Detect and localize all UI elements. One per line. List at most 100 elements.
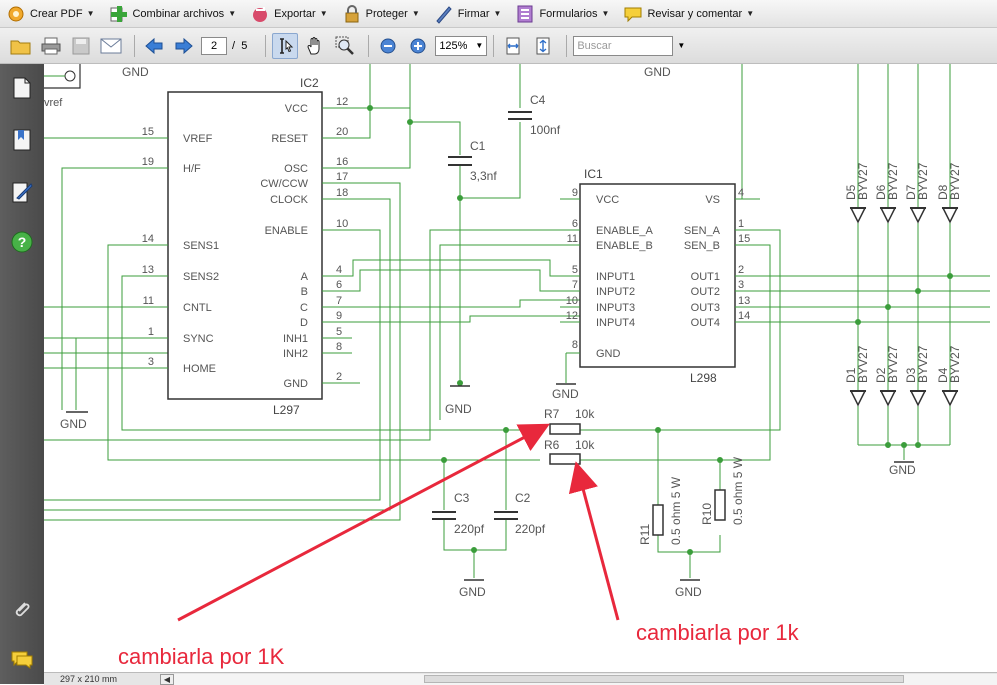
r7-value: 10k: [575, 407, 595, 421]
gnd-label: GND: [122, 65, 149, 79]
form-icon: [515, 4, 535, 24]
previous-page-button[interactable]: [141, 33, 167, 59]
diode-part: BYV27: [856, 162, 870, 200]
zoom-in-button[interactable]: [405, 33, 431, 59]
print-button[interactable]: [38, 33, 64, 59]
pin-name: SYNC: [183, 333, 214, 345]
pin-name: GND: [284, 378, 309, 390]
export-icon: [250, 4, 270, 24]
fit-width-button[interactable]: [500, 33, 526, 59]
pin-number: 7: [572, 279, 578, 291]
export-label: Exportar: [274, 7, 316, 20]
capacitor-symbols: [432, 111, 532, 520]
pin-number: 8: [336, 341, 342, 353]
pin-number: 13: [738, 295, 750, 307]
pin-number: 13: [142, 264, 154, 276]
zoom-select[interactable]: 125%▼: [435, 35, 488, 56]
combine-files-menu[interactable]: Combinar archivos▼: [106, 2, 238, 26]
arrow-right-icon: [175, 37, 193, 54]
select-tool-button[interactable]: [272, 32, 299, 59]
open-file-button[interactable]: [8, 33, 34, 59]
chevron-down-icon: ▼: [601, 9, 610, 18]
pin-number: 15: [738, 233, 750, 245]
gnd-label: GND: [445, 402, 472, 416]
pin-number: 9: [336, 310, 342, 322]
resistor-symbols: [549, 423, 726, 536]
text-cursor-icon: [280, 37, 294, 54]
ground-labels: GND GND GND GND GND GND GND GND: [60, 65, 916, 599]
gnd-label: GND: [889, 463, 916, 477]
pin-name: ENABLE_A: [596, 225, 654, 237]
vref-fragment-label: vref: [44, 97, 63, 109]
review-comment-menu[interactable]: Revisar y comentar▼: [621, 2, 756, 26]
pages-icon: [13, 77, 31, 99]
ic1-l298: IC1 L298 9VCC6ENABLE_A11ENABLE_B5INPUT17…: [560, 167, 760, 385]
total-pages: 5: [241, 39, 248, 52]
signatures-panel-button[interactable]: [8, 178, 36, 206]
pin-number: 5: [336, 326, 342, 338]
pen-icon: [434, 4, 454, 24]
attachments-panel-button[interactable]: [8, 596, 36, 624]
chevron-down-icon[interactable]: ▼: [677, 41, 686, 50]
ic1-name: IC1: [584, 167, 603, 181]
pin-name: ENABLE_B: [596, 240, 653, 252]
comments-panel-button[interactable]: [8, 646, 36, 674]
r10-value: 0.5 ohm 5 W: [731, 456, 745, 525]
scrollbar-thumb[interactable]: [424, 674, 904, 683]
pin-name: VCC: [596, 194, 619, 206]
c3-name: C3: [454, 491, 470, 505]
comment-icon: [11, 651, 33, 669]
pin-name: CLOCK: [270, 194, 309, 206]
pages-panel-button[interactable]: [8, 74, 36, 102]
hand-tool-button[interactable]: [302, 33, 328, 59]
zoom-magnifier-icon: [335, 36, 355, 55]
resistor-labels: R7 10k R6 10k R11 0.5 ohm 5 W R10 0.5 oh…: [544, 407, 745, 545]
protect-menu[interactable]: Proteger▼: [340, 2, 422, 26]
pin-number: 2: [738, 264, 744, 276]
zoom-out-button[interactable]: [375, 33, 401, 59]
email-button[interactable]: [98, 33, 124, 59]
create-pdf-menu[interactable]: Crear PDF▼: [4, 2, 96, 26]
document-view[interactable]: vref: [44, 64, 997, 672]
pin-number: 20: [336, 126, 348, 138]
next-page-button[interactable]: [171, 33, 197, 59]
pin-number: 1: [148, 326, 154, 338]
ground-symbols: [66, 383, 914, 581]
pin-name: INPUT4: [596, 317, 635, 329]
fit-page-button[interactable]: [530, 33, 556, 59]
c1-name: C1: [470, 139, 486, 153]
gnd-label: GND: [459, 585, 486, 599]
zoom-out-icon: [380, 38, 396, 53]
help-button[interactable]: ?: [8, 228, 36, 256]
page-separator: /: [232, 39, 236, 52]
forms-menu[interactable]: Formularios▼: [513, 2, 611, 26]
marquee-zoom-button[interactable]: [332, 33, 358, 59]
pin-name: VS: [705, 194, 720, 206]
toolbar-separator: [368, 34, 370, 57]
diode-symbol: [849, 390, 867, 407]
diode-symbol: [941, 207, 959, 224]
menu-bar: Crear PDF▼ Combinar archivos▼ Exportar▼ …: [0, 0, 997, 28]
chevron-down-icon: ▼: [319, 9, 328, 18]
pin-name: SEN_B: [684, 240, 720, 252]
pin-name: CNTL: [183, 302, 212, 314]
search-input[interactable]: Buscar: [573, 35, 674, 56]
pin-number: 11: [143, 295, 154, 307]
pin-number: 15: [142, 126, 154, 138]
pin-name: VCC: [285, 103, 308, 115]
envelope-icon: [100, 38, 122, 53]
pin-number: 1: [738, 218, 744, 230]
bookmarks-panel-button[interactable]: [8, 126, 36, 154]
page-number-input[interactable]: 2: [201, 36, 227, 55]
sign-menu[interactable]: Firmar▼: [432, 2, 504, 26]
pin-number: 14: [142, 233, 154, 245]
horizontal-scrollbar[interactable]: [174, 673, 997, 685]
pin-name: GND: [596, 348, 621, 360]
scroll-left-button[interactable]: ◀: [160, 673, 174, 685]
svg-text:?: ?: [18, 234, 27, 250]
export-menu[interactable]: Exportar▼: [248, 2, 330, 26]
gnd-label: GND: [644, 65, 671, 79]
pin-name: B: [301, 286, 308, 298]
save-button[interactable]: [68, 33, 94, 59]
